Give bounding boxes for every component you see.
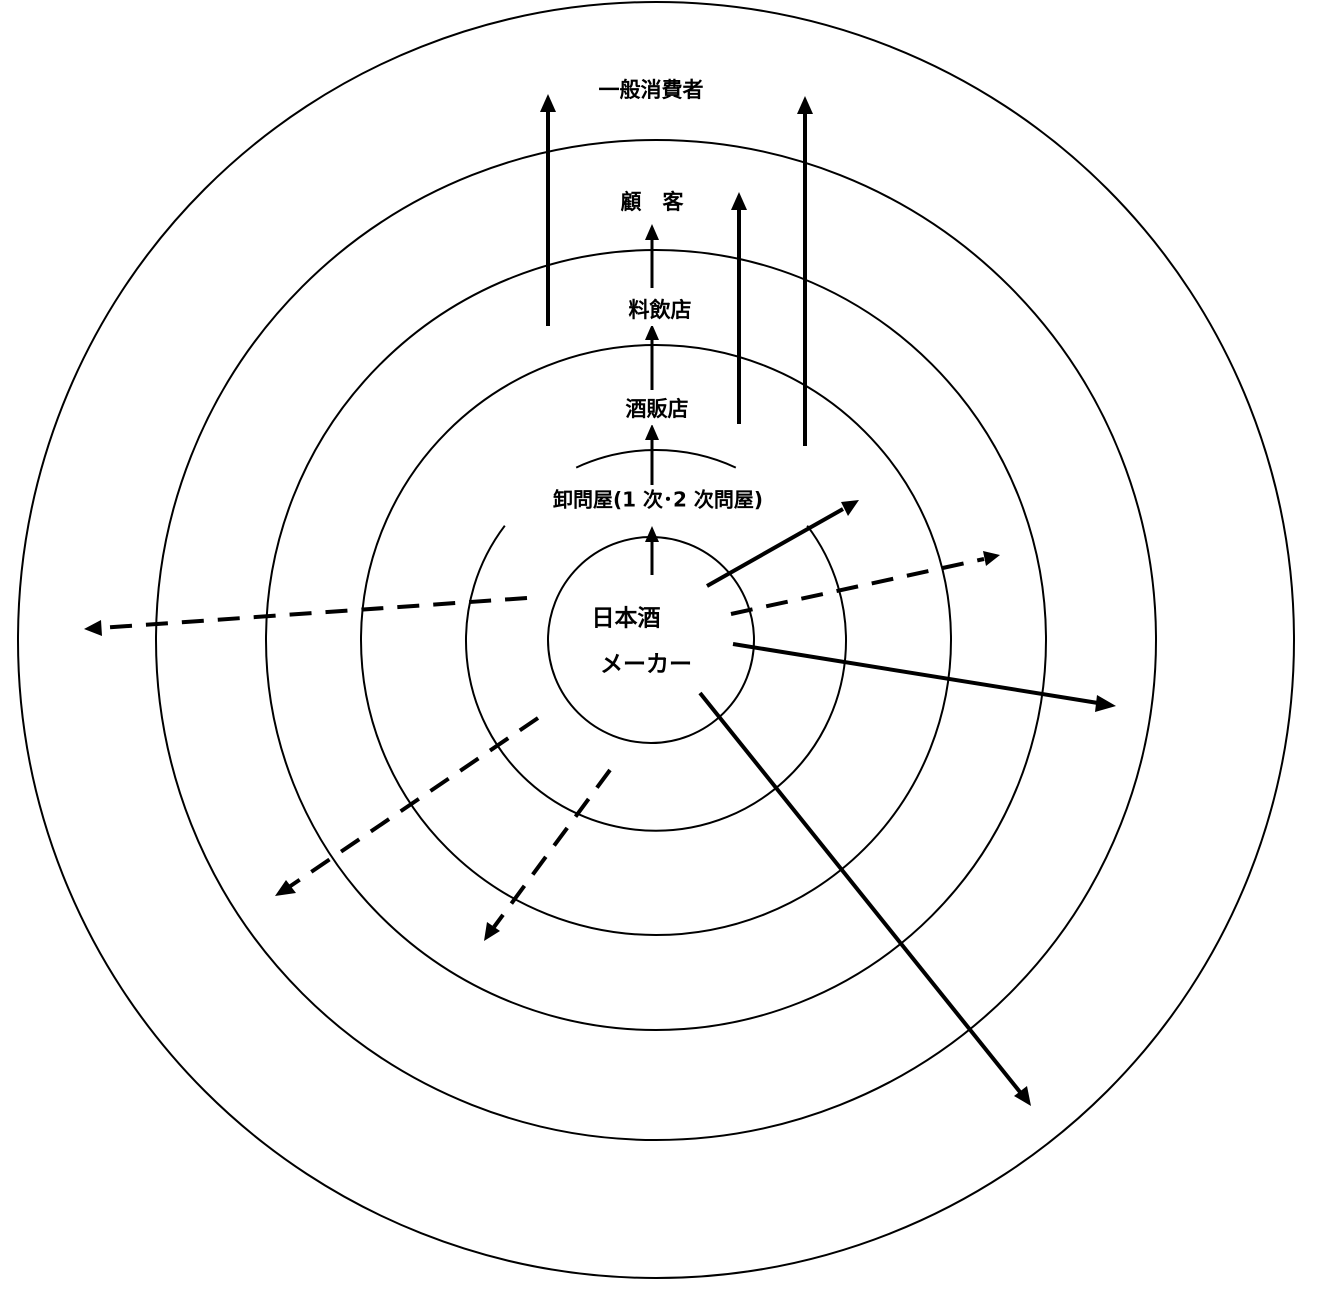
chain-arrow-maker-to-wholesaler: [645, 526, 659, 575]
maker-label-line1: 日本酒: [592, 606, 661, 632]
restaurant-label-bg: [616, 296, 704, 326]
chain-arrow-liquor-store-to-restaurant: [645, 324, 659, 390]
chain-arrow-wholesaler-to-liquor-store: [645, 424, 659, 485]
arrow-to-customer-right: [731, 192, 747, 424]
dashed-arrow-lower-left: [275, 716, 540, 896]
ring-outer: [17, 1, 1295, 1279]
ring-restaurant: [360, 344, 952, 936]
restaurant-label: 料飲店: [629, 298, 692, 322]
liquor-store-label-bg: [612, 395, 702, 425]
arrow-to-consumer-right: [797, 96, 813, 446]
customer-label-bg: [612, 188, 692, 218]
maker-label-line2: メーカー: [600, 652, 692, 678]
ring-wholesaler-arc-top: [575, 449, 737, 469]
wholesaler-label: 卸問屋(1 次･2 次問屋): [553, 488, 763, 512]
dashed-arrow-left: [84, 596, 528, 636]
ring-customer: [265, 249, 1047, 1031]
arrow-maker-lower-right: [698, 691, 1031, 1106]
chain-arrow-restaurant-to-customer: [645, 224, 659, 288]
liquor-store-label: 酒販店: [626, 397, 689, 421]
arrow-to-consumer-left: [540, 94, 556, 326]
ring-consumer: [155, 139, 1157, 1141]
dashed-arrow-down-left: [484, 768, 612, 941]
customer-label: 顧 客: [621, 190, 685, 214]
arrow-maker-upper-right: [706, 500, 859, 588]
consumer-label-bg: [584, 76, 718, 106]
consumer-label: 一般消費者: [599, 78, 704, 102]
dashed-arrow-right: [730, 551, 1000, 616]
arrow-maker-right: [732, 642, 1116, 712]
ring-wholesaler-arc: [465, 525, 847, 832]
